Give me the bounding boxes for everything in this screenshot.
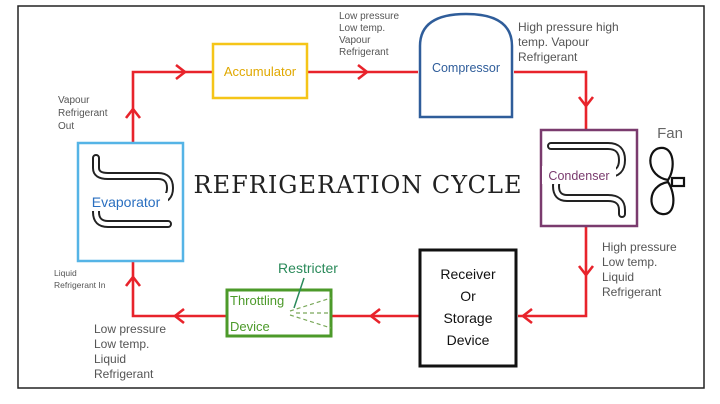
svg-text:Low temp.: Low temp. xyxy=(339,23,385,34)
flow-arrow-to-evaporator xyxy=(124,274,142,287)
fan-icon xyxy=(649,146,686,216)
flow-arrow-left-bottom xyxy=(172,307,185,325)
flow-arrow-up-left xyxy=(124,106,142,119)
svg-text:Out: Out xyxy=(58,121,74,132)
svg-text:Liquid: Liquid xyxy=(54,268,77,278)
svg-text:Liquid: Liquid xyxy=(94,352,126,366)
receiver-box xyxy=(418,248,518,368)
evaporator-label: Evaporator xyxy=(92,194,161,210)
label-after-accumulator: Low pressure Low temp. Vapour Refrigeran… xyxy=(339,11,399,58)
label-after-compressor: High pressure high temp. Vapour Refriger… xyxy=(518,20,619,64)
flow-arrow-down-right xyxy=(577,265,595,278)
receiver-label-3: Storage xyxy=(443,310,492,326)
condenser: Condenser xyxy=(539,128,639,228)
compressor: Compressor xyxy=(418,12,514,119)
svg-text:Refrigerant: Refrigerant xyxy=(602,285,662,299)
svg-text:High pressure high: High pressure high xyxy=(518,20,619,34)
svg-text:Vapour: Vapour xyxy=(58,95,90,106)
flow-arrow-to-throttling xyxy=(368,307,381,325)
diagram-title: REFRIGERATION CYCLE xyxy=(194,171,523,199)
label-after-condenser: High pressure Low temp. Liquid Refrigera… xyxy=(602,240,677,299)
fan-label: Fan xyxy=(657,125,683,142)
svg-text:Liquid: Liquid xyxy=(602,270,634,284)
restricter-taper xyxy=(289,297,332,329)
svg-text:Low pressure: Low pressure xyxy=(94,322,166,336)
svg-text:Vapour: Vapour xyxy=(339,35,371,46)
receiver-storage-device: Receiver Or Storage Device xyxy=(418,248,518,368)
svg-text:Low pressure: Low pressure xyxy=(339,11,399,22)
svg-text:Refrigerant: Refrigerant xyxy=(518,50,578,64)
throttling-label-2: Device xyxy=(230,319,270,334)
svg-text:Refrigerant: Refrigerant xyxy=(58,108,108,119)
flow-arrow-to-accumulator xyxy=(175,63,188,81)
receiver-label-1: Receiver xyxy=(440,266,496,282)
receiver-label-2: Or xyxy=(460,288,476,304)
receiver-label-4: Device xyxy=(447,332,490,348)
throttling-device: Throttling Device Restricter xyxy=(225,260,338,338)
svg-text:High pressure: High pressure xyxy=(602,240,677,254)
label-evaporator-out: Vapour Refrigerant Out xyxy=(58,95,108,132)
condenser-label: Condenser xyxy=(548,169,609,183)
accumulator: Accumulator xyxy=(211,42,309,100)
fan: Fan xyxy=(649,125,686,216)
svg-text:temp. Vapour: temp. Vapour xyxy=(518,35,589,49)
restricter-label: Restricter xyxy=(278,260,338,276)
compressor-body xyxy=(418,12,514,119)
flow-arrows xyxy=(124,63,595,325)
svg-text:Low temp.: Low temp. xyxy=(94,337,149,351)
svg-text:Refrigerant In: Refrigerant In xyxy=(54,280,106,290)
svg-text:Refrigerant: Refrigerant xyxy=(339,47,389,58)
throttling-box xyxy=(225,288,333,338)
label-evaporator-in: Liquid Refrigerant In xyxy=(54,268,106,290)
throttling-label-1: Throttling xyxy=(230,293,284,308)
flow-arrow-to-condenser xyxy=(577,96,595,109)
accumulator-label: Accumulator xyxy=(224,64,297,79)
svg-text:Low temp.: Low temp. xyxy=(602,255,657,269)
label-after-throttling: Low pressure Low temp. Liquid Refrigeran… xyxy=(94,322,166,381)
accumulator-box xyxy=(211,42,309,100)
evaporator: Evaporator xyxy=(76,141,185,263)
flow-arrow-to-compressor xyxy=(357,63,370,81)
restricter-pointer xyxy=(293,277,305,309)
flow-arrow-to-receiver xyxy=(520,307,533,325)
compressor-label: Compressor xyxy=(432,61,500,75)
svg-text:Refrigerant: Refrigerant xyxy=(94,367,154,381)
